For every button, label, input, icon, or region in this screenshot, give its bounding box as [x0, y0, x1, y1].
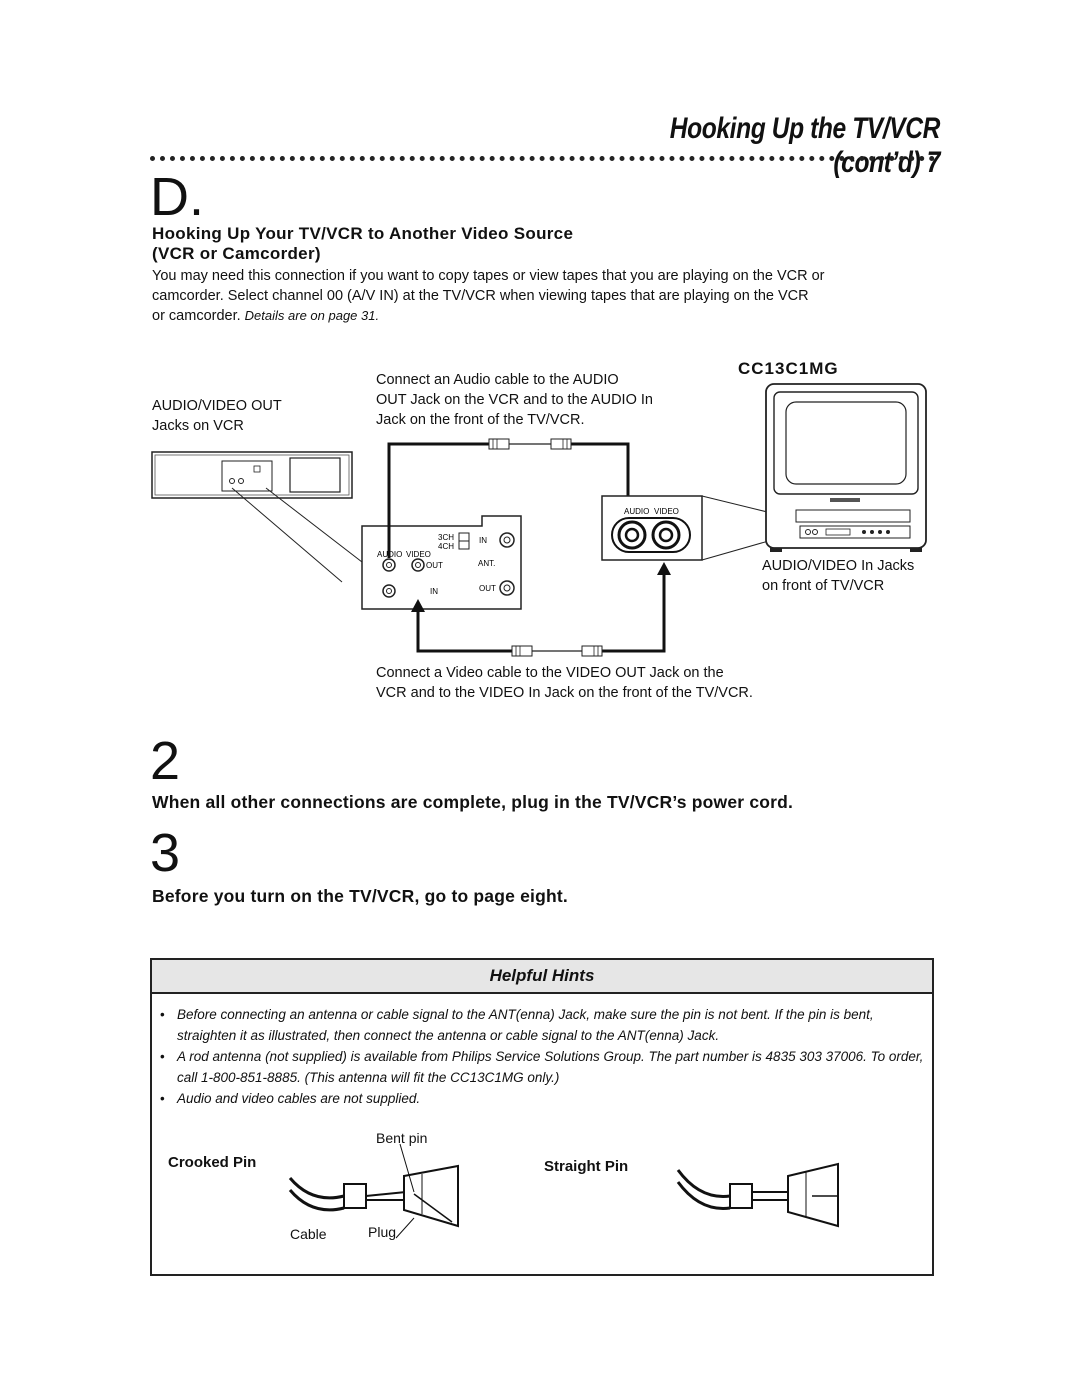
bent-pin-label: Bent pin	[376, 1130, 428, 1146]
tv-jack-video: VIDEO	[654, 507, 679, 516]
vcr-jacks-label: AUDIO/VIDEO OUT Jacks on VCR	[152, 396, 282, 436]
page-title: Hooking Up the TV/VCR (cont’d) 7	[669, 112, 941, 179]
section-heading-line2: (VCR or Camcorder)	[152, 244, 321, 263]
plug-label: Plug	[368, 1224, 397, 1240]
pin-illustrations	[288, 1143, 839, 1239]
straight-pin-plug-icon	[676, 1162, 839, 1228]
tv-jacks-label-line2: on front of TV/VCR	[762, 578, 885, 594]
hint-item: • A rod antenna (not supplied) is availab…	[160, 1046, 928, 1088]
tv-front-jacks: AUDIO VIDEO	[601, 495, 801, 561]
hint-text: Before connecting an antenna or cable si…	[177, 1007, 874, 1043]
video-note-line1: Connect a Video cable to the VIDEO OUT J…	[376, 665, 724, 681]
section-heading-line1: Hooking Up Your TV/VCR to Another Video …	[152, 224, 574, 243]
tv-jacks-label: AUDIO/VIDEO In Jacks on front of TV/VCR	[762, 556, 914, 596]
video-cable	[411, 562, 671, 657]
vcr-illustration	[151, 451, 363, 583]
panel-in-bottom: IN	[430, 587, 438, 596]
step-3-number: 3	[150, 823, 181, 883]
section-letter: D.	[150, 167, 204, 227]
step-2-number: 2	[150, 731, 181, 791]
audio-note-line1: Connect an Audio cable to the AUDIO	[376, 372, 619, 388]
section-heading: Hooking Up Your TV/VCR to Another Video …	[152, 224, 573, 264]
vcr-jacks-label-line1: AUDIO/VIDEO OUT	[152, 398, 282, 414]
panel-3ch: 3CH	[438, 533, 454, 542]
vcr-jacks-label-line2: Jacks on VCR	[152, 418, 244, 434]
connection-diagram: 3CH 4CH IN AUDIO VIDEO OUT ANT. IN OUT	[151, 383, 927, 657]
tv-jack-audio: AUDIO	[624, 507, 649, 516]
hint-item: • Audio and video cables are not supplied…	[160, 1088, 928, 1109]
vcr-back-panel: 3CH 4CH IN AUDIO VIDEO OUT ANT. IN OUT	[361, 515, 522, 610]
straight-pin-label: Straight Pin	[544, 1158, 629, 1175]
step-2-text: When all other connections are complete,…	[152, 792, 794, 812]
helpful-hints-list: • Before connecting an antenna or cable s…	[160, 1004, 928, 1109]
tv-jacks-label-line1: AUDIO/VIDEO In Jacks	[762, 558, 915, 574]
panel-out: OUT	[426, 561, 443, 570]
audio-cable-note: Connect an Audio cable to the AUDIO OUT …	[376, 370, 653, 430]
intro-line3-text: or camcorder.	[152, 308, 245, 324]
bullet-icon: •	[160, 1007, 165, 1022]
dotted-divider	[150, 156, 935, 161]
model-number: CC13C1MG	[738, 359, 839, 378]
helpful-hints-box: Helpful Hints • Before connecting an ante…	[150, 958, 934, 1276]
panel-4ch: 4CH	[438, 542, 454, 551]
hint-text: Audio and video cables are not supplied.	[177, 1091, 421, 1106]
cable-label: Cable	[290, 1226, 327, 1242]
panel-in-top: IN	[479, 536, 487, 545]
bullet-icon: •	[160, 1049, 165, 1064]
tv-vcr-illustration	[765, 383, 927, 552]
step-3-text: Before you turn on the TV/VCR, go to pag…	[152, 886, 568, 906]
video-cable-note: Connect a Video cable to the VIDEO OUT J…	[376, 663, 753, 703]
audio-note-line2: OUT Jack on the VCR and to the AUDIO In	[376, 392, 653, 408]
intro-line1: You may need this connection if you want…	[152, 268, 825, 284]
video-note-line2: VCR and to the VIDEO In Jack on the fron…	[376, 685, 753, 701]
section-intro: You may need this connection if you want…	[152, 266, 942, 326]
helpful-hints-title: Helpful Hints	[152, 960, 932, 994]
audio-note-line3: Jack on the front of the TV/VCR.	[376, 412, 585, 428]
hint-text: A rod antenna (not supplied) is availabl…	[177, 1049, 924, 1085]
panel-video: VIDEO	[406, 550, 431, 559]
hint-item: • Before connecting an antenna or cable s…	[160, 1004, 928, 1046]
intro-page-ref: Details are on page 31.	[244, 308, 380, 323]
intro-line3: or camcorder. Details are on page 31.	[152, 306, 942, 326]
panel-out-right: OUT	[479, 584, 496, 593]
intro-line2: camcorder. Select channel 00 (A/V IN) at…	[152, 288, 809, 304]
panel-ant: ANT.	[478, 559, 495, 568]
crooked-pin-label: Crooked Pin	[168, 1154, 257, 1171]
bullet-icon: •	[160, 1091, 165, 1106]
crooked-pin-plug-icon	[288, 1143, 459, 1239]
